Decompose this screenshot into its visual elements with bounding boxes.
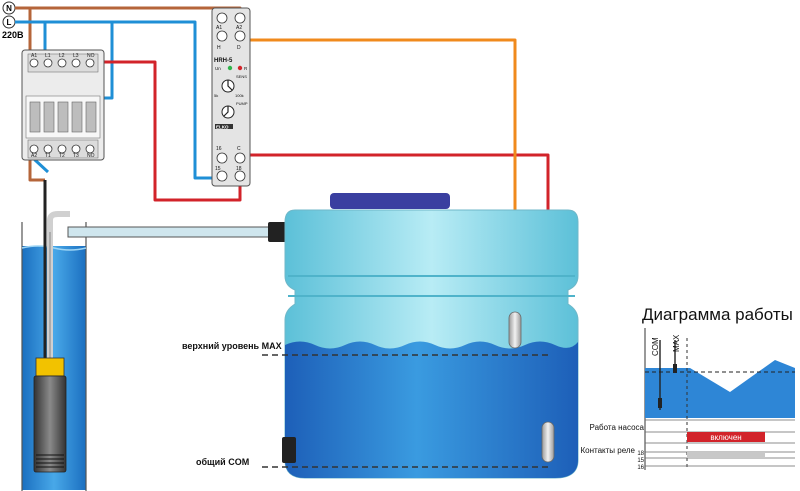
- contactor: A1 L1 L2 L3 NO A2 T1 T2 T3 NO: [21, 49, 105, 161]
- tank-lid: [330, 193, 450, 209]
- line-label: L: [7, 18, 12, 27]
- relay-term-h: H: [217, 45, 221, 51]
- relay-led-r-label: R: [244, 66, 248, 71]
- contactor-term-t2: T2: [59, 153, 65, 159]
- contactor-term-no: NO: [87, 53, 95, 59]
- tank-water: [285, 341, 578, 478]
- contactor-term-a1: A1: [31, 53, 37, 59]
- diagram-title: Диаграмма работы: [642, 305, 793, 324]
- pump-on-bar: [687, 432, 765, 442]
- row-contacts-label: Контакты реле: [580, 446, 635, 455]
- contact-15-label: 15: [637, 458, 644, 464]
- diagram-com-label: COM: [651, 337, 660, 356]
- max-level-label: верхний уровень MAX: [182, 341, 282, 351]
- contactor-term-a2: A2: [31, 153, 37, 159]
- relay-term-a2: A2: [236, 25, 242, 31]
- water-tank: [262, 193, 579, 479]
- contactor-slots: [29, 101, 97, 133]
- contact-18-label: 18: [637, 451, 644, 457]
- relay-term-a1: A1: [216, 25, 222, 31]
- neutral-wire: [15, 20, 218, 180]
- relay-brand-bar: [215, 124, 233, 129]
- level-relay: A1 A2 H D 16 C 15 18 HRH-5 Un R SENS 5k …: [211, 7, 251, 187]
- relay-led-un-label: Un: [215, 66, 221, 71]
- line-wire: [15, 6, 242, 15]
- relay-screws: [216, 12, 246, 182]
- relay-led-output: [237, 65, 243, 71]
- relay-term-d: D: [237, 45, 241, 51]
- contactor-term-l1: L1: [45, 53, 51, 59]
- com-probe: [541, 421, 555, 463]
- relay-brand: ELKO: [216, 125, 229, 130]
- pump-on-label: включен: [710, 433, 741, 442]
- relay-knob1-label: SENS: [236, 74, 247, 79]
- contactor-term-t1: T1: [45, 153, 51, 159]
- max-probe: [508, 311, 522, 349]
- neutral-label: N: [6, 4, 12, 13]
- well-pipe-elbow: [47, 211, 70, 232]
- relay-term-16: 16: [216, 146, 222, 152]
- contactor-screws-bottom: [29, 144, 95, 154]
- contact-on-bar: [687, 452, 765, 458]
- relay-knob2-label: PUMP: [236, 101, 248, 106]
- well: [21, 180, 87, 491]
- pump-mode-knob-pointer: [223, 106, 229, 117]
- relay-term-c: C: [237, 146, 241, 152]
- contactor-term-t3: T3: [73, 153, 79, 159]
- relay-led-power: [227, 65, 233, 71]
- contactor-term-l2: L2: [59, 53, 65, 59]
- red-wire-contactor: [80, 60, 242, 202]
- com-level-label: общий COM: [196, 457, 249, 467]
- relay-model: HRH-5: [214, 58, 233, 64]
- operation-diagram: Диаграмма работы COM MAX включен Работа …: [580, 305, 795, 471]
- contactor-term-l3: L3: [73, 53, 79, 59]
- contactor-term-no2: NO: [87, 153, 95, 159]
- pump-head: [35, 357, 65, 377]
- tank-outlet-fitting: [282, 437, 296, 463]
- relay-term-15: 15: [215, 166, 221, 172]
- sensitivity-knob-pointer: [227, 80, 233, 91]
- supply-pipe: [67, 226, 279, 238]
- relay-knob1-max: 100k: [235, 93, 244, 98]
- contact-16-label: 16: [637, 465, 644, 471]
- submersible-pump: [33, 375, 67, 473]
- relay-knob1-min: 5k: [214, 93, 218, 98]
- contactor-screws-top: [29, 58, 95, 68]
- voltage-label: 220В: [2, 30, 24, 40]
- diagram-max-label: MAX: [672, 334, 681, 352]
- row-pump-label: Работа насоса: [590, 423, 645, 432]
- level-graph: [645, 360, 795, 418]
- relay-term-18: 18: [236, 166, 242, 172]
